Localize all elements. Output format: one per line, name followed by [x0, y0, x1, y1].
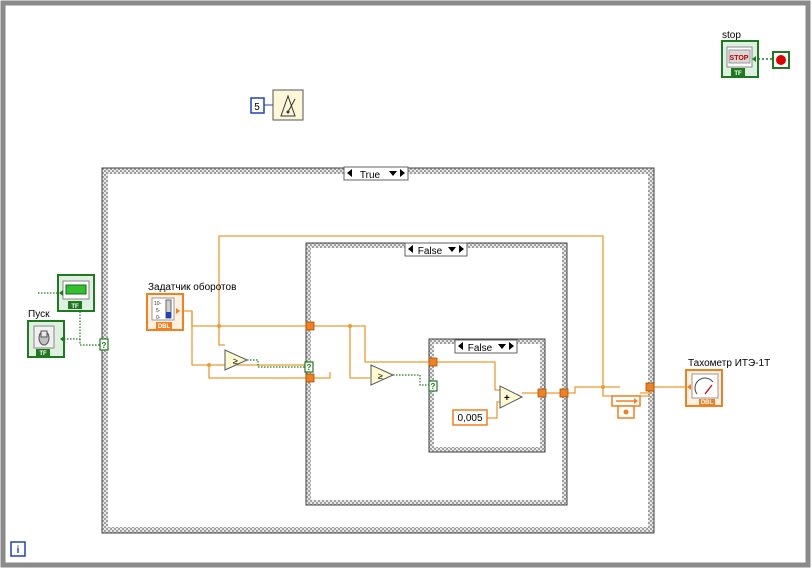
- svg-text:DBL: DBL: [701, 400, 714, 406]
- wire-junction: [348, 324, 352, 328]
- svg-text:10-: 10-: [154, 301, 162, 307]
- tunnels: [305, 321, 655, 398]
- svg-text:≥: ≥: [378, 371, 383, 381]
- compare-greater-equal-1[interactable]: ≥: [224, 349, 249, 371]
- wire-junction: [217, 324, 221, 328]
- outer-case-selector[interactable]: True: [343, 166, 409, 181]
- add-node[interactable]: +: [499, 385, 524, 409]
- loop-condition-icon[interactable]: [772, 51, 790, 69]
- inner-case-structure: [428, 338, 546, 453]
- inner-case-selector[interactable]: False: [454, 339, 518, 354]
- svg-text:+: +: [504, 393, 510, 404]
- stop-label: stop: [722, 30, 741, 41]
- svg-text:i: i: [17, 545, 20, 556]
- svg-text:0,005: 0,005: [457, 413, 482, 424]
- svg-text:?: ?: [307, 363, 312, 372]
- svg-text:5: 5: [254, 102, 260, 113]
- middle-case-selector[interactable]: False: [404, 242, 468, 257]
- compare-greater-equal-2[interactable]: ≥: [370, 364, 395, 386]
- led-indicator[interactable]: TF: [57, 274, 95, 312]
- setpoint-label: Задатчик оборотов: [148, 281, 236, 293]
- svg-text:≥: ≥: [233, 356, 238, 366]
- increment-constant[interactable]: 0,005: [452, 409, 488, 426]
- svg-text:False: False: [468, 343, 493, 354]
- setpoint-control[interactable]: Задатчик оборотов 10- 5- 0- DBL: [146, 281, 236, 331]
- svg-text:False: False: [418, 246, 443, 257]
- stop-control[interactable]: stop STOP TF: [721, 30, 759, 78]
- svg-text:DBL: DBL: [158, 324, 171, 330]
- svg-text:?: ?: [102, 341, 107, 350]
- svg-text:5-: 5-: [156, 308, 161, 314]
- wire-junction: [207, 363, 211, 367]
- wire-junction: [601, 385, 605, 389]
- tachometer-label: Тахометр ИТЭ-1Т: [688, 358, 770, 369]
- middle-case-terminal[interactable]: ?: [304, 361, 314, 373]
- wait-ms-constant[interactable]: 5: [250, 97, 265, 114]
- inner-case-terminal[interactable]: ?: [428, 380, 438, 392]
- start-switch-control[interactable]: Пуск TF: [27, 309, 65, 358]
- tachometer-indicator[interactable]: Тахометр ИТЭ-1Т DBL: [685, 358, 770, 407]
- orange-wires: [181, 235, 685, 419]
- svg-text:True: True: [360, 170, 381, 181]
- feedback-node[interactable]: [611, 395, 641, 419]
- svg-text:TF: TF: [39, 351, 47, 357]
- iteration-terminal[interactable]: i: [10, 541, 26, 557]
- svg-text:TF: TF: [71, 304, 79, 310]
- start-label: Пуск: [28, 309, 50, 320]
- metronome-icon[interactable]: [272, 89, 304, 121]
- svg-text:TF: TF: [734, 71, 742, 77]
- svg-text:0-: 0-: [156, 315, 161, 321]
- svg-text:STOP: STOP: [730, 55, 749, 62]
- svg-text:?: ?: [431, 382, 436, 391]
- outer-case-terminal[interactable]: ?: [99, 338, 109, 351]
